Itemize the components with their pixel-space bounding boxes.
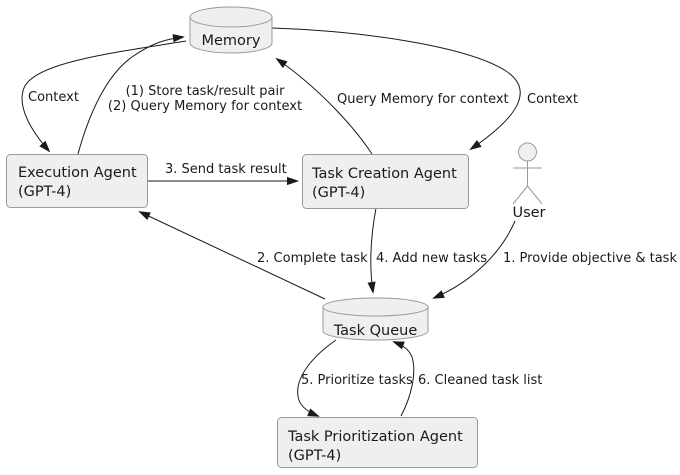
user-leg-left xyxy=(512,185,528,205)
node-task-creation-agent: Task Creation Agent (GPT-4) xyxy=(302,154,469,209)
edge-label-context-left: Context xyxy=(28,90,79,105)
memory-cylinder xyxy=(189,6,273,54)
edge-label-query-memory-line2: (2) Query Memory for context xyxy=(108,99,302,114)
edge-label-context-right: Context xyxy=(527,92,578,107)
task-prioritization-agent-label: Task Prioritization Agent xyxy=(287,429,463,445)
edge-label-query-memory-for-context: Query Memory for context xyxy=(337,92,509,107)
edge-label-prioritize-tasks: 5. Prioritize tasks xyxy=(301,373,413,388)
task-creation-agent-label: Task Creation Agent xyxy=(311,166,457,182)
edge-label-cleaned-task-list: 6. Cleaned task list xyxy=(418,373,542,388)
task-prioritization-agent-box xyxy=(277,417,478,468)
memory-cylinder-rim xyxy=(189,16,273,28)
task-creation-agent-sublabel: (GPT-4) xyxy=(312,185,365,201)
execution-agent-sublabel: (GPT-4) xyxy=(18,184,71,200)
edge-label-send-task-result: 3. Send task result xyxy=(165,162,287,177)
edge-label-add-new-tasks: 4. Add new tasks xyxy=(376,251,487,266)
edge-labels: Context (1) Store task/result pair (2) Q… xyxy=(28,84,677,388)
edge-task-queue-to-prioritization xyxy=(297,339,337,416)
memory-label: Memory xyxy=(202,33,261,49)
edge-user-to-task-queue xyxy=(434,220,516,298)
edge-memory-to-execution xyxy=(21,40,187,151)
task-queue-cylinder xyxy=(322,297,429,341)
edge-task-creation-to-task-queue xyxy=(371,207,377,292)
user-label: User xyxy=(512,205,545,221)
edge-label-provide-objective-task: 1. Provide objective & task xyxy=(503,251,677,266)
edge-execution-to-memory xyxy=(77,37,183,155)
edge-task-queue-to-execution xyxy=(140,212,326,300)
node-task-queue: Task Queue xyxy=(322,297,429,341)
execution-agent-box xyxy=(6,154,148,208)
node-memory: Memory xyxy=(189,6,273,54)
node-user: User xyxy=(512,142,546,221)
node-task-prioritization-agent: Task Prioritization Agent (GPT-4) xyxy=(277,417,478,468)
task-prioritization-agent-sublabel: (GPT-4) xyxy=(288,448,341,464)
execution-agent-label: Execution Agent xyxy=(18,165,137,181)
user-head xyxy=(518,142,537,162)
task-creation-agent-box xyxy=(302,154,469,209)
edge-memory-to-task-creation xyxy=(271,27,521,149)
edge-prioritization-to-task-queue xyxy=(394,342,415,417)
node-execution-agent: Execution Agent (GPT-4) xyxy=(6,154,148,208)
task-queue-cylinder-rim xyxy=(322,306,429,317)
user-leg-right xyxy=(527,185,543,205)
edges xyxy=(21,27,521,417)
edge-label-complete-task: 2. Complete task xyxy=(257,251,368,266)
edge-label-store-task-result-pair: (1) Store task/result pair xyxy=(126,84,286,99)
edge-task-creation-to-memory xyxy=(277,59,373,155)
task-queue-label: Task Queue xyxy=(333,323,418,339)
